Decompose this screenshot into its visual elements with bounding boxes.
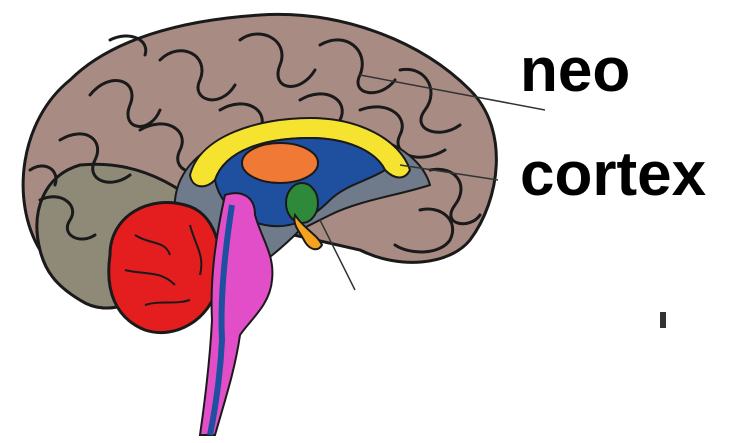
- thalamus: [242, 143, 318, 183]
- cerebellum: [109, 202, 220, 332]
- amygdala: [286, 183, 318, 223]
- stray-mark: [660, 312, 666, 328]
- cortex-label: cortex: [520, 144, 706, 206]
- neo-label: neo: [520, 40, 630, 102]
